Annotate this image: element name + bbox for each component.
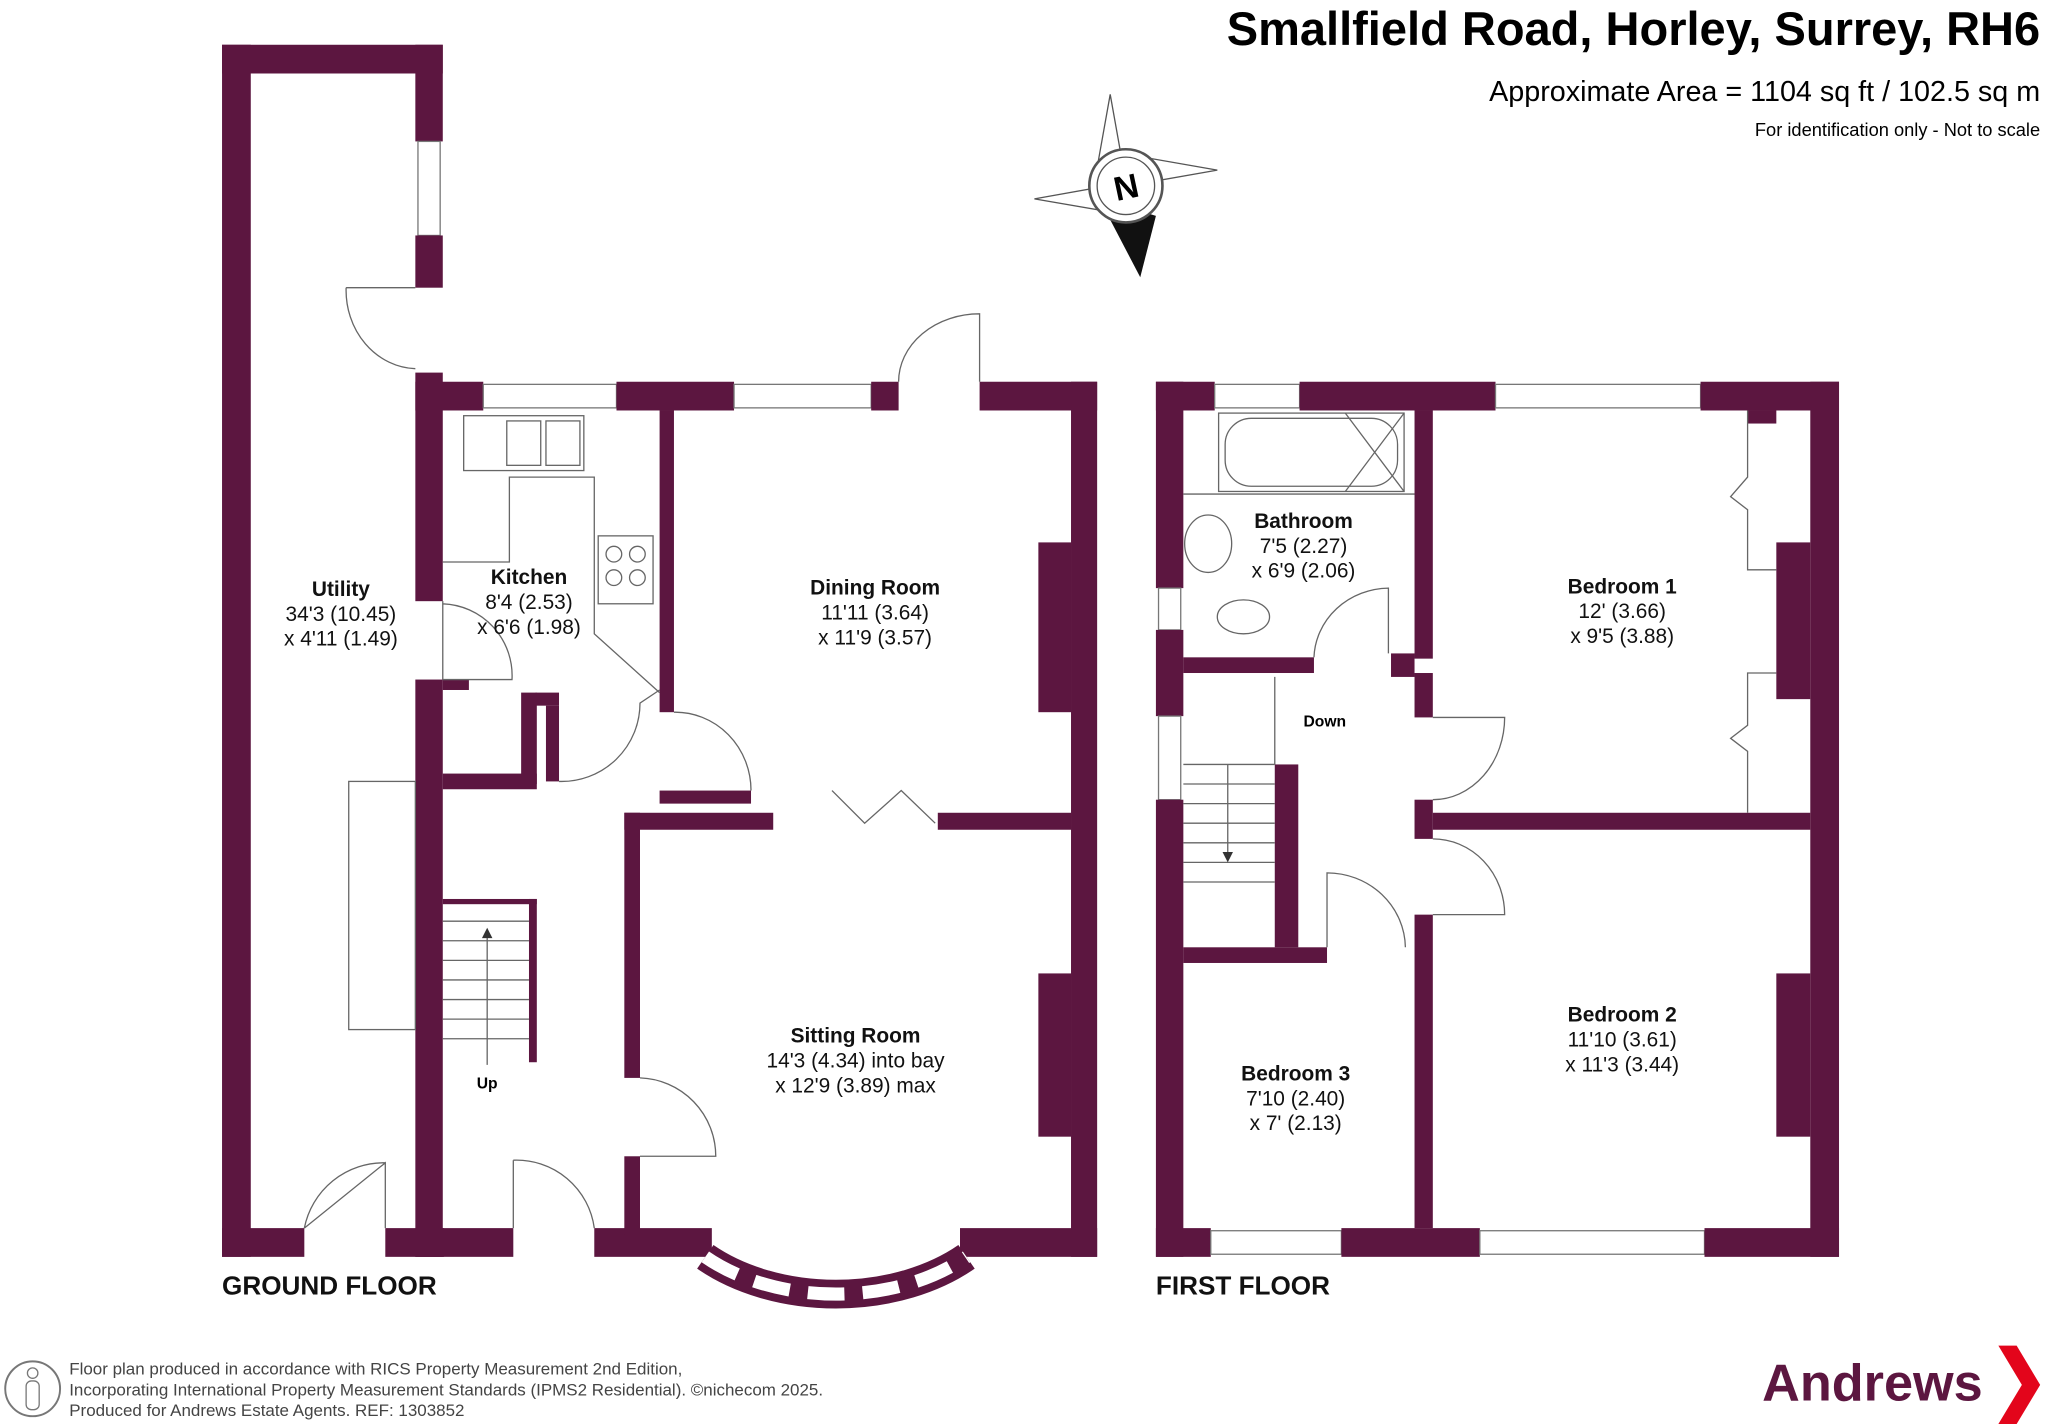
room-label-bathroom: Bathroom 7'5 (2.27) x 6'9 (2.06) <box>1252 510 1356 583</box>
svg-text:x 6'9 (2.06): x 6'9 (2.06) <box>1252 560 1356 583</box>
svg-text:x 11'9 (3.57): x 11'9 (3.57) <box>818 626 932 649</box>
svg-text:7'5 (2.27): 7'5 (2.27) <box>1260 535 1348 558</box>
brand-logo: Andrews <box>1762 1355 1983 1413</box>
first-floor-walls <box>1155 381 1840 1257</box>
svg-text:Dining Room: Dining Room <box>810 577 940 600</box>
svg-text:11'11 (3.64): 11'11 (3.64) <box>821 601 929 624</box>
room-label-bedroom-2: Bedroom 2 11'10 (3.61) x 11'3 (3.44) <box>1565 1004 1679 1077</box>
page-title: Smallfield Road, Horley, Surrey, RH6 <box>1227 2 2040 55</box>
room-label-bedroom-1: Bedroom 1 12' (3.66) x 9'5 (3.88) <box>1568 575 1677 648</box>
svg-text:x 11'3 (3.44): x 11'3 (3.44) <box>1565 1053 1679 1076</box>
room-label-dining-room: Dining Room 11'11 (3.64) x 11'9 (3.57) <box>810 577 940 650</box>
room-label-kitchen: Kitchen 8'4 (2.53) x 6'6 (1.98) <box>477 566 581 639</box>
stairs-down-label: Down <box>1304 714 1347 731</box>
svg-text:12' (3.66): 12' (3.66) <box>1578 600 1666 623</box>
svg-text:Bedroom 3: Bedroom 3 <box>1241 1063 1350 1086</box>
footer-line-3: Produced for Andrews Estate Agents. REF:… <box>69 1401 464 1420</box>
first-floor-label: FIRST FLOOR <box>1156 1271 1330 1301</box>
svg-text:14'3 (4.34) into bay: 14'3 (4.34) into bay <box>766 1049 945 1072</box>
svg-text:x 6'6 (1.98): x 6'6 (1.98) <box>477 616 581 639</box>
room-label-utility: Utility 34'3 (10.45) x 4'11 (1.49) <box>284 578 398 651</box>
svg-text:x 7' (2.13): x 7' (2.13) <box>1250 1112 1342 1135</box>
svg-text:x 12'9 (3.89) max: x 12'9 (3.89) max <box>775 1074 936 1097</box>
svg-text:Bathroom: Bathroom <box>1254 510 1353 533</box>
room-label-bedroom-3: Bedroom 3 7'10 (2.40) x 7' (2.13) <box>1241 1063 1350 1136</box>
room-label-sitting-room: Sitting Room 14'3 (4.34) into bay x 12'9… <box>766 1025 945 1098</box>
svg-text:11'10 (3.61): 11'10 (3.61) <box>1568 1029 1677 1052</box>
area-text: Approximate Area = 1104 sq ft / 102.5 sq… <box>1489 76 2040 108</box>
svg-text:Kitchen: Kitchen <box>491 566 568 589</box>
brand-chevron-icon <box>1998 1345 2041 1425</box>
svg-text:Bedroom 1: Bedroom 1 <box>1568 575 1677 598</box>
person-icon <box>4 1360 62 1418</box>
ground-floor-walls <box>222 44 1098 1309</box>
footer-line-2: Incorporating International Property Mea… <box>69 1380 823 1399</box>
svg-text:34'3 (10.45): 34'3 (10.45) <box>286 603 397 626</box>
stairs-up-label: Up <box>477 1075 498 1092</box>
svg-text:x 4'11 (1.49): x 4'11 (1.49) <box>284 628 398 651</box>
svg-text:Bedroom 2: Bedroom 2 <box>1568 1004 1677 1027</box>
svg-text:x 9'5 (3.88): x 9'5 (3.88) <box>1570 625 1674 648</box>
svg-text:Sitting Room: Sitting Room <box>791 1025 921 1048</box>
compass-icon: N <box>1034 94 1218 278</box>
svg-text:Utility: Utility <box>312 578 370 601</box>
first-stairs <box>1183 676 1276 883</box>
svg-text:8'4 (2.53): 8'4 (2.53) <box>485 591 573 614</box>
svg-text:7'10 (2.40): 7'10 (2.40) <box>1246 1087 1345 1110</box>
ground-stairs <box>442 898 537 1065</box>
footer-line-1: Floor plan produced in accordance with R… <box>69 1359 682 1378</box>
ground-floor-label: GROUND FLOOR <box>222 1271 437 1301</box>
disclaimer-text: For identification only - Not to scale <box>1755 119 2040 140</box>
